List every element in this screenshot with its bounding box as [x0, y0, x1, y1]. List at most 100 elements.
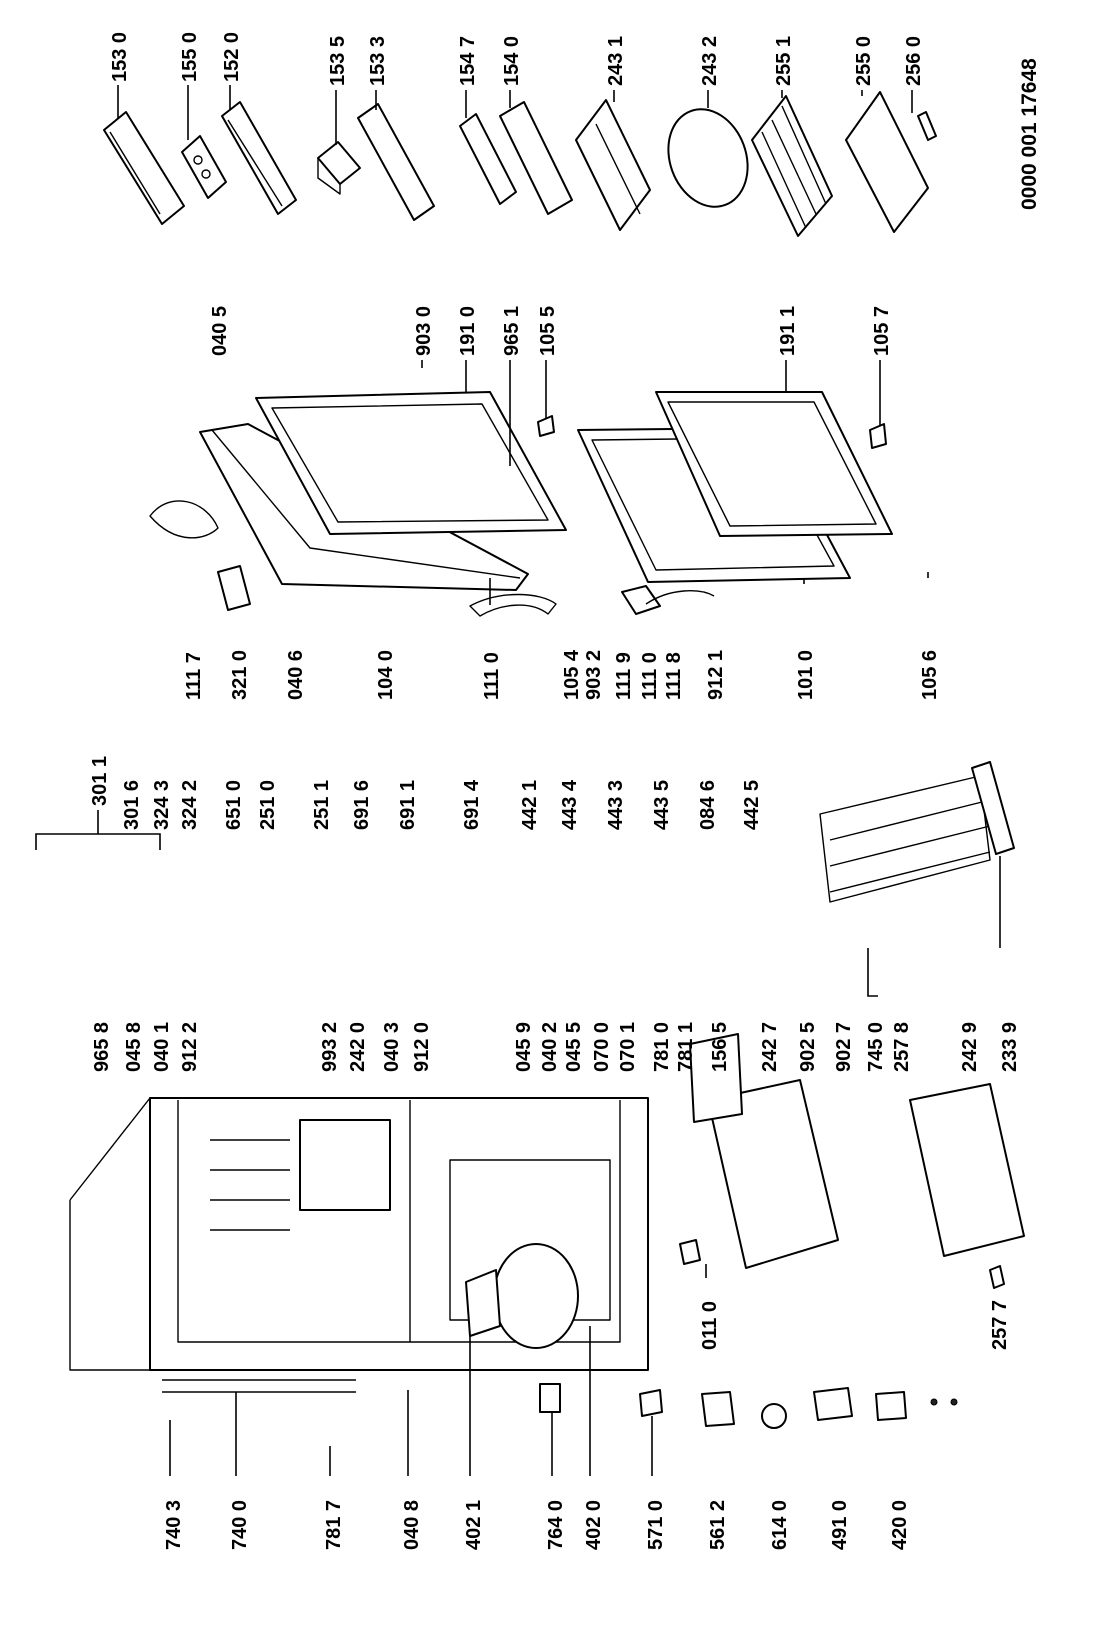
part-label: 301 1 [89, 756, 111, 806]
glass-plate-243-2-drawing [667, 108, 749, 208]
door-tray-154-7-drawing [459, 113, 517, 205]
screws-drawing [930, 1398, 958, 1406]
part-label: 070 0 [591, 1022, 613, 1072]
part-label: 040 2 [539, 1022, 561, 1072]
part-label: 105 4 [561, 649, 583, 700]
clip-256-0-drawing [917, 111, 937, 141]
part-label: 442 5 [741, 780, 763, 830]
part-label: 903 0 [413, 306, 435, 356]
part-label: 155 0 [179, 32, 201, 82]
part-label: 561 2 [707, 1500, 729, 1550]
part-label: 045 5 [563, 1022, 585, 1072]
part-label: 153 5 [327, 36, 349, 86]
part-label: 614 0 [769, 1500, 791, 1550]
part-label: 111 9 [613, 652, 635, 700]
door-tray-154-0-drawing [499, 101, 573, 215]
part-label: 101 0 [795, 650, 817, 700]
gasket-191-0-drawing [255, 391, 567, 535]
part-label: 040 6 [285, 650, 307, 700]
part-label: 233 9 [999, 1022, 1021, 1072]
part-label: 443 3 [605, 780, 627, 830]
part-label: 242 9 [959, 1022, 981, 1072]
part-label: 257 7 [989, 1300, 1011, 1350]
part-labels: 153 0 155 0 152 0 153 5 153 3 154 7 154 … [89, 32, 1041, 1550]
bracket-491-0-drawing [813, 1387, 853, 1421]
cover-233-9-drawing [971, 761, 1015, 855]
part-label: 740 0 [229, 1500, 251, 1550]
wire-rack-745-0-drawing [819, 775, 991, 903]
part-label: 321 0 [229, 650, 251, 700]
gasket-191-1-drawing [655, 391, 893, 537]
part-label: 255 1 [773, 36, 795, 86]
egg-holder-155-0-drawing [181, 135, 227, 199]
part-label: 045 8 [123, 1022, 145, 1072]
part-label: 993 2 [319, 1022, 341, 1072]
part-label: 040 1 [151, 1022, 173, 1072]
part-label: 324 3 [151, 780, 173, 830]
module-561-2-drawing [701, 1391, 735, 1427]
hinge-105-7-drawing [869, 423, 887, 449]
part-label: 324 2 [179, 780, 201, 830]
condenser-740-0-drawing [162, 1379, 356, 1393]
handle-111-7-drawing [149, 500, 219, 539]
part-label: 402 1 [463, 1500, 485, 1550]
part-label: 965 1 [501, 306, 523, 356]
handle-111-0-drawing [469, 593, 557, 617]
part-label: 104 0 [375, 650, 397, 700]
part-label: 420 0 [889, 1500, 911, 1550]
part-label: 902 7 [833, 1022, 855, 1072]
part-label: 781 0 [651, 1022, 673, 1072]
foot-011-0-drawing [679, 1239, 701, 1265]
part-label: 691 4 [461, 779, 483, 830]
part-label: 443 5 [651, 780, 673, 830]
shelf-255-0-drawing [845, 91, 929, 233]
part-label: 154 0 [501, 36, 523, 86]
part-label: 301 6 [121, 780, 143, 830]
part-label: 045 9 [513, 1022, 535, 1072]
wire-shelf-255-1-drawing [751, 95, 833, 237]
tube-764-0-drawing [539, 1383, 561, 1413]
clip-257-7-drawing [989, 1265, 1005, 1289]
part-label: 781 1 [675, 1022, 697, 1072]
door-tray-153-0-drawing [103, 111, 185, 225]
part-label: 691 1 [397, 780, 419, 830]
part-label: 242 7 [759, 1022, 781, 1072]
part-label: 084 6 [697, 780, 719, 830]
part-label: 912 0 [411, 1022, 433, 1072]
part-label: 191 0 [457, 306, 479, 356]
part-label: 111 0 [481, 652, 503, 700]
part-label: 740 3 [163, 1500, 185, 1550]
part-label: 105 7 [871, 306, 893, 356]
part-label: 965 8 [91, 1022, 113, 1072]
compressor-402-0-drawing [493, 1243, 579, 1349]
part-label: 105 5 [537, 306, 559, 356]
part-label: 156 5 [709, 1022, 731, 1072]
part-label: 443 4 [559, 779, 581, 830]
crisper-242-9-drawing [909, 1083, 1025, 1257]
part-label: 011 0 [699, 1301, 721, 1350]
part-label: 912 2 [179, 1022, 201, 1072]
part-label: 571 0 [645, 1500, 667, 1550]
leader-lines [35, 85, 1001, 1476]
part-label: 111 8 [663, 652, 685, 700]
valve-614-0-drawing [761, 1403, 787, 1429]
part-label: 070 1 [617, 1022, 639, 1072]
part-label: 402 0 [583, 1500, 605, 1550]
part-label: 153 3 [367, 36, 389, 86]
box-153-5-drawing [317, 141, 361, 195]
part-label: 040 3 [381, 1022, 403, 1072]
hinge-105-5-drawing [537, 415, 555, 437]
part-drawings [69, 91, 1025, 1429]
control-321-0-drawing [217, 565, 251, 611]
part-label: 781 7 [323, 1500, 345, 1550]
part-label: 152 0 [221, 32, 243, 82]
part-label: 243 1 [605, 36, 627, 86]
part-label: 242 0 [347, 1022, 369, 1072]
part-label: 442 1 [519, 780, 541, 830]
part-label: 691 6 [351, 780, 373, 830]
part-label: 902 5 [797, 1022, 819, 1072]
part-label: 251 1 [311, 780, 333, 830]
egg-tray-156-5-drawing [689, 1033, 743, 1123]
